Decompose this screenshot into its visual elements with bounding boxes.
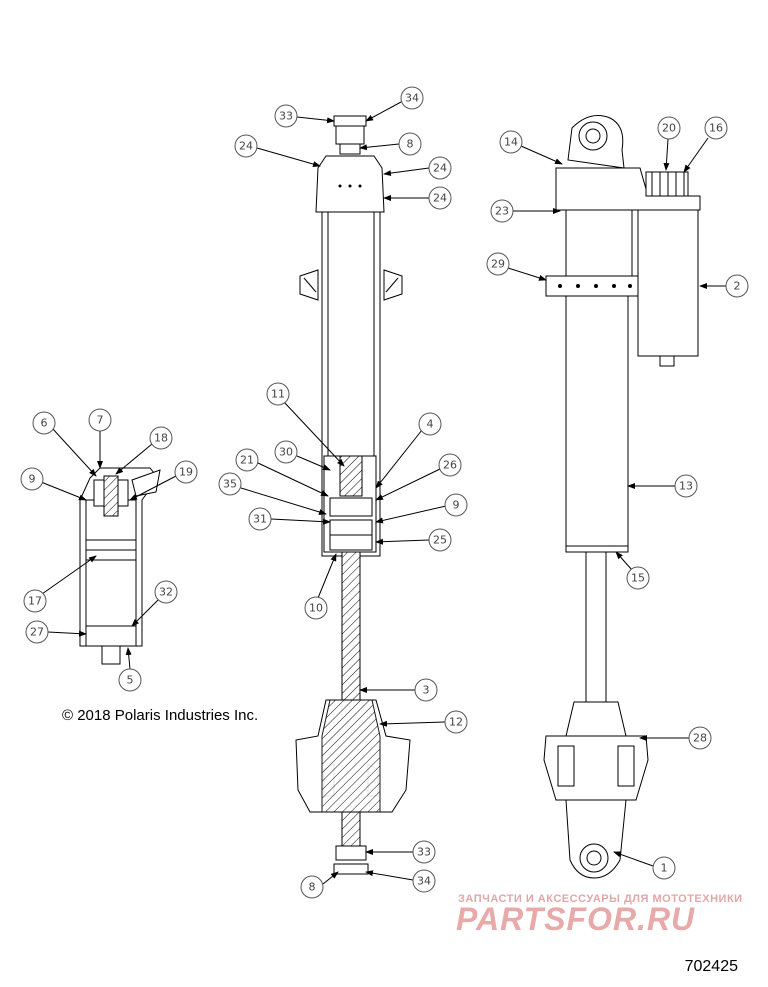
callout-33[interactable]: 33 [274, 104, 298, 128]
svg-text:18: 18 [154, 432, 168, 445]
callout-8[interactable]: 8 [398, 132, 422, 156]
svg-text:10: 10 [309, 602, 323, 615]
svg-text:11: 11 [271, 388, 285, 401]
svg-text:34: 34 [417, 875, 431, 888]
svg-text:23: 23 [495, 205, 509, 218]
svg-text:16: 16 [709, 122, 723, 135]
callout-24[interactable]: 24 [428, 186, 452, 210]
svg-text:27: 27 [30, 626, 44, 639]
callout-1[interactable]: 1 [652, 856, 676, 880]
callout-33[interactable]: 33 [412, 840, 436, 864]
callout-24[interactable]: 24 [234, 134, 258, 158]
svg-text:5: 5 [127, 674, 134, 687]
svg-text:2: 2 [734, 280, 741, 293]
svg-text:24: 24 [239, 140, 253, 153]
svg-text:35: 35 [223, 478, 237, 491]
middle-shock-section [295, 115, 411, 875]
callout-7[interactable]: 7 [88, 408, 112, 432]
callout-17[interactable]: 17 [23, 589, 47, 613]
watermark-brand: PARTSFOR.RU [456, 901, 696, 937]
callout-26[interactable]: 26 [438, 453, 462, 477]
callout-11[interactable]: 11 [266, 382, 290, 406]
callout-23[interactable]: 23 [490, 199, 514, 223]
callout-2[interactable]: 2 [725, 274, 749, 298]
callout-4[interactable]: 4 [418, 412, 442, 436]
svg-text:9: 9 [29, 473, 36, 486]
left-reservoir-section [79, 467, 161, 665]
callout-8[interactable]: 8 [300, 875, 324, 899]
callout-5[interactable]: 5 [118, 668, 142, 692]
figure-number: 702425 [684, 958, 738, 975]
svg-text:14: 14 [504, 136, 518, 149]
callout-14[interactable]: 14 [499, 130, 523, 154]
callout-27[interactable]: 27 [25, 620, 49, 644]
callout-34[interactable]: 34 [400, 86, 424, 110]
svg-text:17: 17 [28, 595, 42, 608]
callout-18[interactable]: 18 [149, 426, 173, 450]
svg-text:6: 6 [41, 417, 48, 430]
svg-text:26: 26 [443, 459, 457, 472]
svg-text:29: 29 [491, 258, 505, 271]
callout-34[interactable]: 34 [412, 869, 436, 893]
callout-10[interactable]: 10 [304, 596, 328, 620]
svg-text:25: 25 [433, 534, 447, 547]
right-shock-exterior [543, 115, 701, 879]
svg-text:7: 7 [97, 414, 104, 427]
callout-3[interactable]: 3 [414, 678, 438, 702]
callouts: 33 34 8 24 24 24 11 4 30 21 26 35 9 31 2… [20, 86, 749, 899]
callout-16[interactable]: 16 [704, 116, 728, 140]
copyright-notice: © 2018 Polaris Industries Inc. [62, 707, 259, 724]
svg-text:31: 31 [253, 513, 267, 526]
callout-9[interactable]: 9 [444, 493, 468, 517]
svg-text:33: 33 [279, 110, 293, 123]
svg-text:34: 34 [405, 92, 419, 105]
callout-25[interactable]: 25 [428, 528, 452, 552]
svg-text:30: 30 [279, 446, 293, 459]
svg-text:8: 8 [309, 881, 316, 894]
svg-text:3: 3 [423, 684, 430, 697]
callout-32[interactable]: 32 [154, 580, 178, 604]
svg-text:28: 28 [693, 732, 707, 745]
svg-text:15: 15 [631, 572, 645, 585]
svg-text:9: 9 [453, 499, 460, 512]
callout-28[interactable]: 28 [688, 726, 712, 750]
svg-text:13: 13 [679, 480, 693, 493]
callout-31[interactable]: 31 [248, 507, 272, 531]
svg-text:32: 32 [159, 586, 173, 599]
callout-12[interactable]: 12 [444, 710, 468, 734]
svg-text:21: 21 [240, 454, 254, 467]
callout-35[interactable]: 35 [218, 472, 242, 496]
callout-19[interactable]: 19 [174, 460, 198, 484]
svg-text:8: 8 [407, 138, 414, 151]
callout-13[interactable]: 13 [674, 474, 698, 498]
callout-30[interactable]: 30 [274, 440, 298, 464]
svg-text:20: 20 [662, 122, 676, 135]
svg-text:24: 24 [433, 162, 447, 175]
svg-text:4: 4 [427, 418, 434, 431]
svg-text:33: 33 [417, 846, 431, 859]
callout-29[interactable]: 29 [486, 252, 510, 276]
callout-15[interactable]: 15 [626, 566, 650, 590]
svg-text:1: 1 [661, 862, 668, 875]
callout-6[interactable]: 6 [32, 411, 56, 435]
svg-text:19: 19 [179, 466, 193, 479]
svg-text:24: 24 [433, 192, 447, 205]
callout-24[interactable]: 24 [428, 156, 452, 180]
callout-20[interactable]: 20 [657, 116, 681, 140]
callout-21[interactable]: 21 [235, 448, 259, 472]
svg-text:12: 12 [449, 716, 463, 729]
callout-9[interactable]: 9 [20, 467, 44, 491]
watermark-tagline: ЗАПЧАСТИ И АКСЕССУАРЫ ДЛЯ МОТОТЕХНИКИ [458, 893, 743, 905]
